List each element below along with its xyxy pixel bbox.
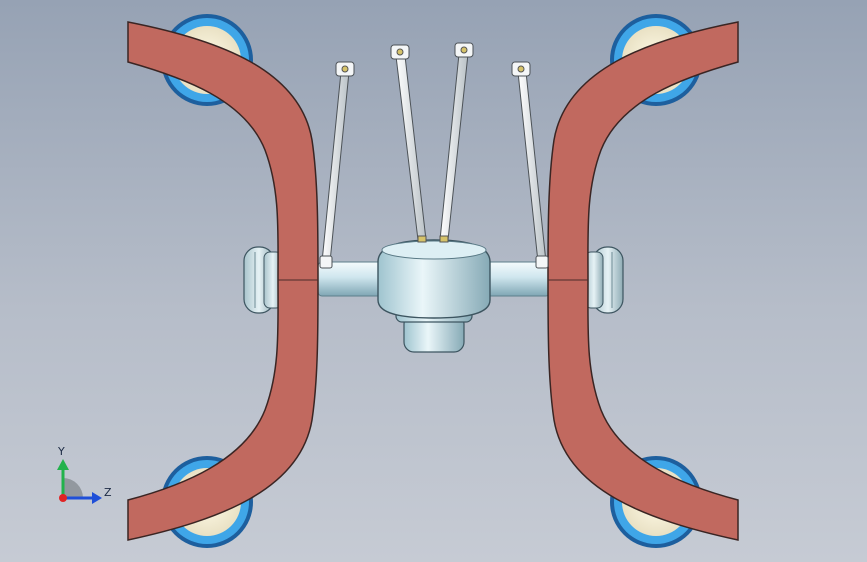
control-links[interactable]	[319, 42, 549, 269]
hub-right	[584, 246, 624, 314]
y-axis-label: Y	[57, 445, 65, 458]
link-outer-left[interactable]	[319, 61, 355, 269]
link-outer-right[interactable]	[511, 61, 549, 269]
hub-left	[243, 246, 283, 314]
axle-tubes	[317, 261, 551, 297]
x-axis-origin	[59, 494, 67, 502]
z-axis-label: Z	[104, 486, 112, 499]
frame-rail-left[interactable]	[127, 21, 319, 541]
z-arrow-head	[92, 492, 102, 504]
frame-rail-right[interactable]	[547, 21, 739, 541]
triad-quadrant	[63, 478, 83, 498]
link-inner-left[interactable]	[390, 44, 427, 241]
coordinate-triad[interactable]: Y Z	[57, 445, 112, 504]
y-arrow-head	[57, 459, 69, 470]
differential-housing[interactable]	[377, 235, 491, 353]
link-inner-right[interactable]	[439, 42, 474, 241]
